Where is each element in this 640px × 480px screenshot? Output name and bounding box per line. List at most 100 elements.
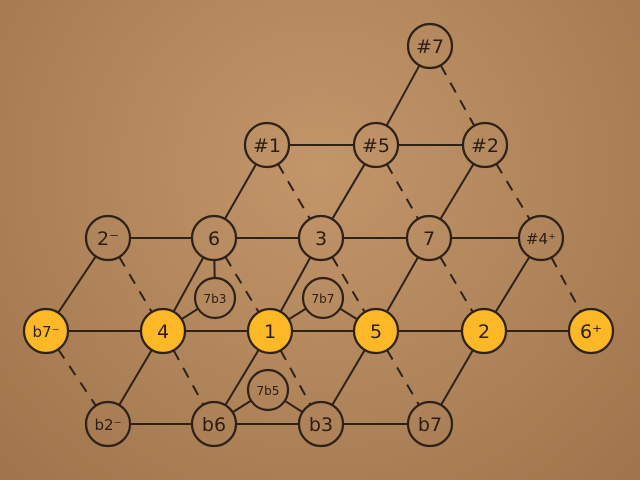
node-sharp1: #1 [243, 121, 291, 169]
node-five: 5 [352, 307, 400, 355]
node-circle-two_minus [84, 214, 132, 262]
edge-two-b7 [440, 349, 474, 406]
edge-two_minus-b7_minus [57, 255, 97, 314]
node-label-seven_b3: 7b3 [204, 292, 227, 306]
node-circle-four [139, 307, 187, 355]
node-label-sharp2: #2 [471, 135, 499, 157]
node-sharp7: #7 [406, 22, 454, 70]
node-label-four: 4 [157, 321, 169, 343]
node-label-b7_minus: b7⁻ [33, 323, 60, 341]
node-circle-b7 [406, 400, 454, 448]
node-label-three: 3 [315, 228, 327, 250]
edge-sharp2-seven [439, 163, 475, 220]
node-one: 1 [246, 307, 294, 355]
edge-seven-two [439, 256, 474, 313]
edge-sharp7-sharp5 [385, 64, 421, 127]
node-circle-three [297, 214, 345, 262]
node-circle-one [246, 307, 294, 355]
node-sharp4_plus: #4⁺ [517, 214, 565, 262]
edge-one-b3 [279, 349, 312, 406]
node-sharp5: #5 [352, 121, 400, 169]
node-circle-five [352, 307, 400, 355]
edge-sharp4_plus-two [494, 256, 531, 313]
edge-two_minus-four [118, 256, 153, 313]
edge-sharp5-seven [386, 163, 419, 220]
node-label-seven: 7 [423, 228, 435, 250]
node-circle-sharp5 [352, 121, 400, 169]
node-b7: b7 [406, 400, 454, 448]
edge-sharp5-three [331, 163, 366, 220]
node-circle-b3 [297, 400, 345, 448]
node-label-sharp7: #7 [416, 36, 444, 58]
node-label-two_minus: 2⁻ [97, 228, 119, 250]
edge-sharp4_plus-six_plus [550, 256, 582, 313]
edge-seven_b3-four [181, 307, 199, 321]
edge-four-b2_minus [118, 349, 153, 406]
edge-seven-five [386, 256, 419, 313]
node-circle-b6 [190, 400, 238, 448]
edge-three-five [331, 256, 366, 313]
node-six: 6 [190, 214, 238, 262]
edge-seven_b7-five [339, 307, 358, 321]
node-b2_minus: b2⁻ [84, 400, 132, 448]
edge-four-b6 [172, 349, 205, 406]
node-label-five: 5 [370, 321, 382, 343]
node-b6: b6 [190, 400, 238, 448]
node-circle-sharp1 [243, 121, 291, 169]
node-label-six_plus: 6⁺ [580, 321, 602, 343]
node-label-b2_minus: b2⁻ [95, 416, 122, 434]
node-circle-seven_b3 [193, 276, 237, 320]
node-b7_minus: b7⁻ [22, 307, 70, 355]
edge-sharp2-sharp4_plus [495, 163, 531, 220]
node-label-sharp4_plus: #4⁺ [526, 230, 556, 248]
node-circle-seven_b7 [301, 276, 345, 320]
edge-seven_b5-b6 [232, 399, 252, 414]
edge-six-four [172, 256, 205, 313]
node-circle-six_plus [567, 307, 615, 355]
node-circle-b7_minus [22, 307, 70, 355]
node-seven: 7 [405, 214, 453, 262]
node-two: 2 [460, 307, 508, 355]
node-label-one: 1 [264, 321, 276, 343]
nodes-layer: #7 #1 #5 #2 2⁻ 6 3 7 #4⁺ b7⁻ 4 1 5 2 6⁺ b2⁻ b6 b3 b7 7b3 7b7… [22, 22, 615, 448]
edge-seven_b5-b3 [284, 399, 304, 413]
edges-layer [57, 64, 582, 425]
edge-three-one [279, 256, 312, 313]
node-three: 3 [297, 214, 345, 262]
edge-seven_b7-one [288, 307, 307, 321]
edge-five-b3 [331, 349, 366, 406]
edge-sharp1-three [277, 163, 311, 220]
node-two_minus: 2⁻ [84, 214, 132, 262]
edge-one-b6 [224, 349, 260, 406]
node-label-seven_b7: 7b7 [312, 292, 335, 306]
edge-b7_minus-b2_minus [57, 348, 97, 407]
node-b3: b3 [297, 400, 345, 448]
node-label-sharp1: #1 [253, 135, 281, 157]
edge-sharp1-six [224, 163, 257, 220]
node-circle-seven_b5 [246, 368, 290, 412]
node-circle-b2_minus [84, 400, 132, 448]
node-circle-six [190, 214, 238, 262]
node-six_plus: 6⁺ [567, 307, 615, 355]
node-four: 4 [139, 307, 187, 355]
node-circle-two [460, 307, 508, 355]
node-seven_b3: 7b3 [193, 276, 237, 320]
node-seven_b5: 7b5 [246, 368, 290, 412]
node-sharp2: #2 [461, 121, 509, 169]
node-circle-seven [405, 214, 453, 262]
node-circle-sharp4_plus [517, 214, 565, 262]
node-label-two: 2 [478, 321, 490, 343]
node-circle-sharp2 [461, 121, 509, 169]
node-label-b7: b7 [418, 414, 442, 436]
node-label-b6: b6 [202, 414, 226, 436]
node-circle-sharp7 [406, 22, 454, 70]
edge-sharp7-sharp2 [439, 64, 476, 127]
edge-six-one [224, 256, 260, 313]
node-label-six: 6 [208, 228, 220, 250]
node-label-sharp5: #5 [362, 135, 390, 157]
edge-five-b7 [386, 349, 420, 406]
node-label-seven_b5: 7b5 [257, 384, 280, 398]
node-seven_b7: 7b7 [301, 276, 345, 320]
node-label-b3: b3 [309, 414, 333, 436]
